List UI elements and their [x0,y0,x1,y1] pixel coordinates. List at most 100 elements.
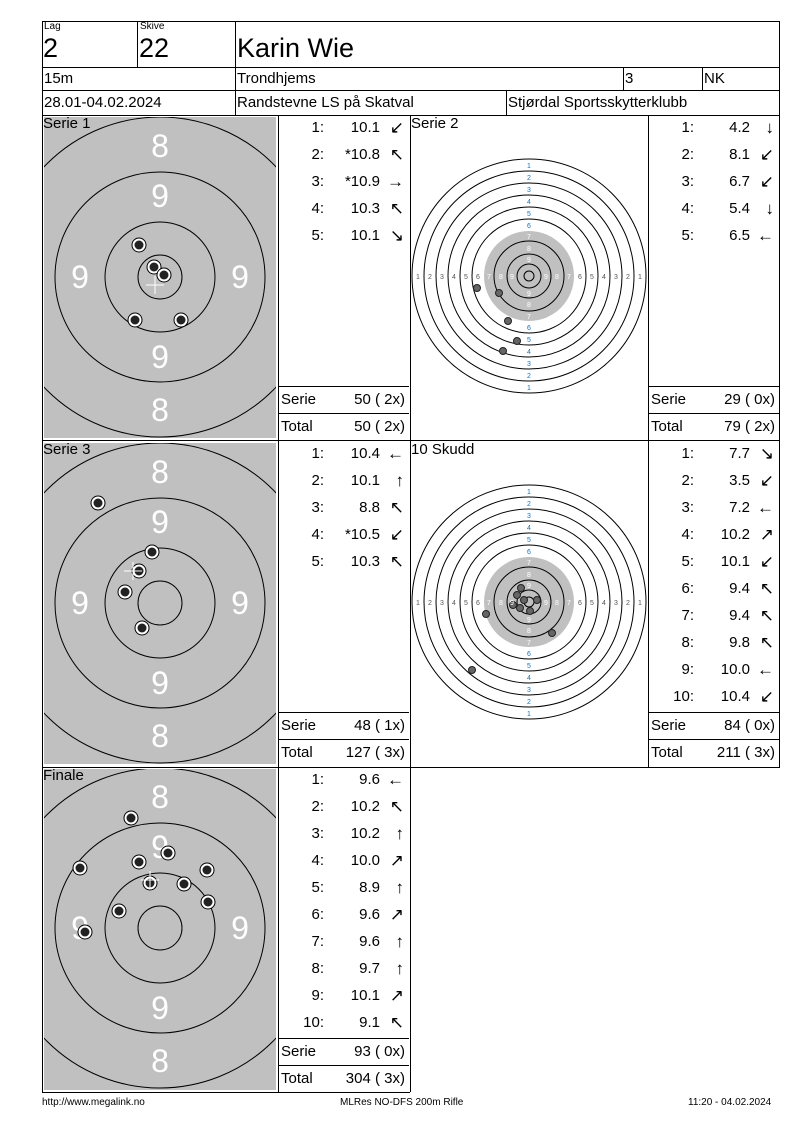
aim-crosshair-icon [141,871,159,889]
ring-number: 1 [638,274,642,281]
shot-row: 4:*10.5↙ [278,521,410,548]
divider [42,67,780,68]
target-ring [471,218,587,334]
shot-number: 5: [311,879,324,896]
divider [278,1038,409,1039]
shot-number: 5: [311,553,324,570]
shot-row: 1:7.7↘ [648,440,780,467]
ring-number: 8 [499,600,503,607]
target-ring [137,254,183,300]
shot-row: 8:9.7↑ [278,955,410,982]
organizer: Stjørdal Sportsskytterklubb [508,94,688,111]
section-title: Finale [43,767,84,784]
aim-crosshair-icon [124,562,142,580]
section-title: Serie 3 [43,441,91,458]
divider [278,386,409,387]
shot-score: 10.2 [720,526,750,543]
shot-hole [533,596,541,604]
target-ring [54,497,266,709]
shot-number: 6: [311,906,324,923]
shot-hole-center [75,863,85,873]
footer-timestamp: 11:20 - 04.02.2024 [688,1097,772,1108]
divider [42,767,780,768]
shot-row: 10:9.1↖ [278,1009,410,1036]
skive-label: Skive [140,21,165,32]
shot-row: 3:6.7↙ [648,168,780,195]
serie-label: Serie [281,1043,317,1060]
shot-row: 2:8.1↙ [648,141,780,168]
shot-direction-arrow-icon: ↖ [389,145,404,164]
ring-number: 4 [452,600,456,607]
ring-number: 9 [151,990,169,1026]
ring-number: 1 [527,711,531,718]
shot-direction-arrow-icon: ↑ [395,932,405,951]
ring-number: 1 [638,600,642,607]
ring-number: 6 [527,651,531,658]
shot-score: *10.5 [344,526,380,543]
target-ring [506,253,552,299]
target-black [484,557,574,647]
section-title: Serie 1 [43,115,91,132]
shot-row: 5:10.1↘ [278,222,410,249]
ring-number: 9 [231,585,249,621]
ring-number: 8 [151,454,169,490]
shot-number: 6: [681,580,694,597]
target-ring [523,270,535,282]
divider [779,21,780,768]
shot-score: 10.1 [350,987,380,1004]
ring-number: 8 [527,572,531,579]
shot-row: 2:10.1↑ [278,467,410,494]
footer-url[interactable]: http://www.megalink.no [42,1097,145,1108]
shot-score: 10.1 [350,119,380,136]
ring-number: 6 [527,223,531,230]
target-ring [435,508,623,696]
ring-number: 7 [527,234,531,241]
ring-number: 3 [614,274,618,281]
ring-number: 6 [527,325,531,332]
shot-row: 3:10.2↑ [278,820,410,847]
ring-number: 9 [544,600,548,607]
shot-number: 9: [681,661,694,678]
shot-number: 4: [311,852,324,869]
shot-number: 9: [311,987,324,1004]
shot-direction-arrow-icon: ↘ [389,226,404,245]
shot-direction-arrow-icon: ↖ [389,1013,404,1032]
shot-hole [482,610,490,618]
shot-score: 10.4 [720,688,750,705]
shot-row: 1:10.4← [278,440,410,467]
total-value: 79 ( 2x) [724,418,775,435]
ring-number: 8 [151,779,169,815]
divider [42,21,43,1093]
total-value: 211 ( 3x) [716,744,775,761]
divider [42,115,780,116]
ring-number: 2 [428,274,432,281]
shot-number: 4: [681,200,694,217]
shot-direction-arrow-icon: ← [757,226,774,245]
ring-number: 2 [428,600,432,607]
shot-number: 3: [681,173,694,190]
total-label: Total [281,1070,313,1087]
shot-direction-arrow-icon: ↗ [389,851,404,870]
shot-hole [473,284,481,292]
distance: 15m [44,70,74,87]
serie-value: 93 ( 0x) [354,1043,405,1060]
divider [278,1065,409,1066]
shot-score: 10.3 [350,200,380,217]
shot-row: 10:10.4↙ [648,683,780,710]
shot-direction-arrow-icon: ↖ [389,797,404,816]
ring-number: 8 [527,628,531,635]
target-ring [447,194,611,358]
shot-hole-center [202,865,212,875]
target-ring [44,117,276,438]
shot-direction-arrow-icon: ↙ [759,687,774,706]
shooter-name: Karin Wie [237,33,355,63]
shot-row: 6:9.6↗ [278,901,410,928]
divider [278,115,279,1092]
divider [235,21,236,115]
shot-score: 10.0 [350,852,380,869]
shot-score: 8.9 [359,879,380,896]
shot-row: 5:8.9↑ [278,874,410,901]
shot-hole-center [163,848,173,858]
